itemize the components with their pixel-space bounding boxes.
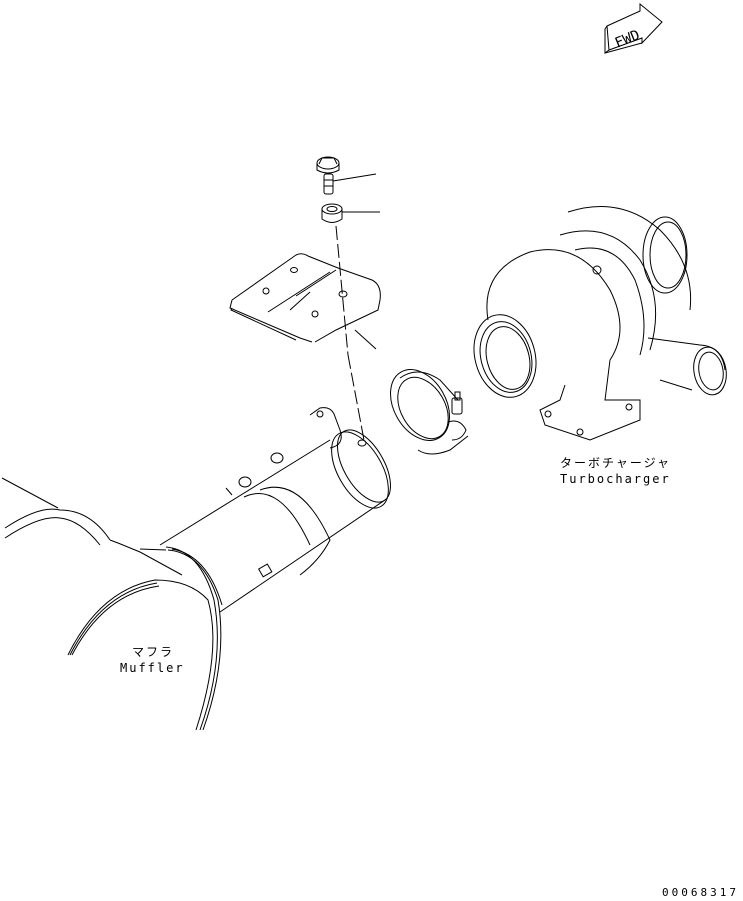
drawing-number: 00068317	[662, 886, 739, 899]
muffler-label-en: Muffler	[120, 661, 185, 675]
muffler-part	[1, 477, 223, 731]
bolt-part	[316, 156, 377, 195]
turbocharger-label-jp: ターボチャージャ	[560, 456, 672, 470]
muffler-label-jp: マフラ	[132, 645, 175, 659]
turbocharger-label-en: Turbocharger	[560, 472, 671, 486]
svg-text:FWD: FWD	[613, 27, 642, 51]
bracket-part	[229, 253, 381, 350]
clamp-part	[390, 369, 469, 455]
spacer-part	[321, 203, 380, 441]
turbocharger-part	[473, 206, 727, 441]
forward-arrow-icon: FWD	[604, 2, 663, 54]
exhaust-pipe-part	[159, 407, 391, 613]
